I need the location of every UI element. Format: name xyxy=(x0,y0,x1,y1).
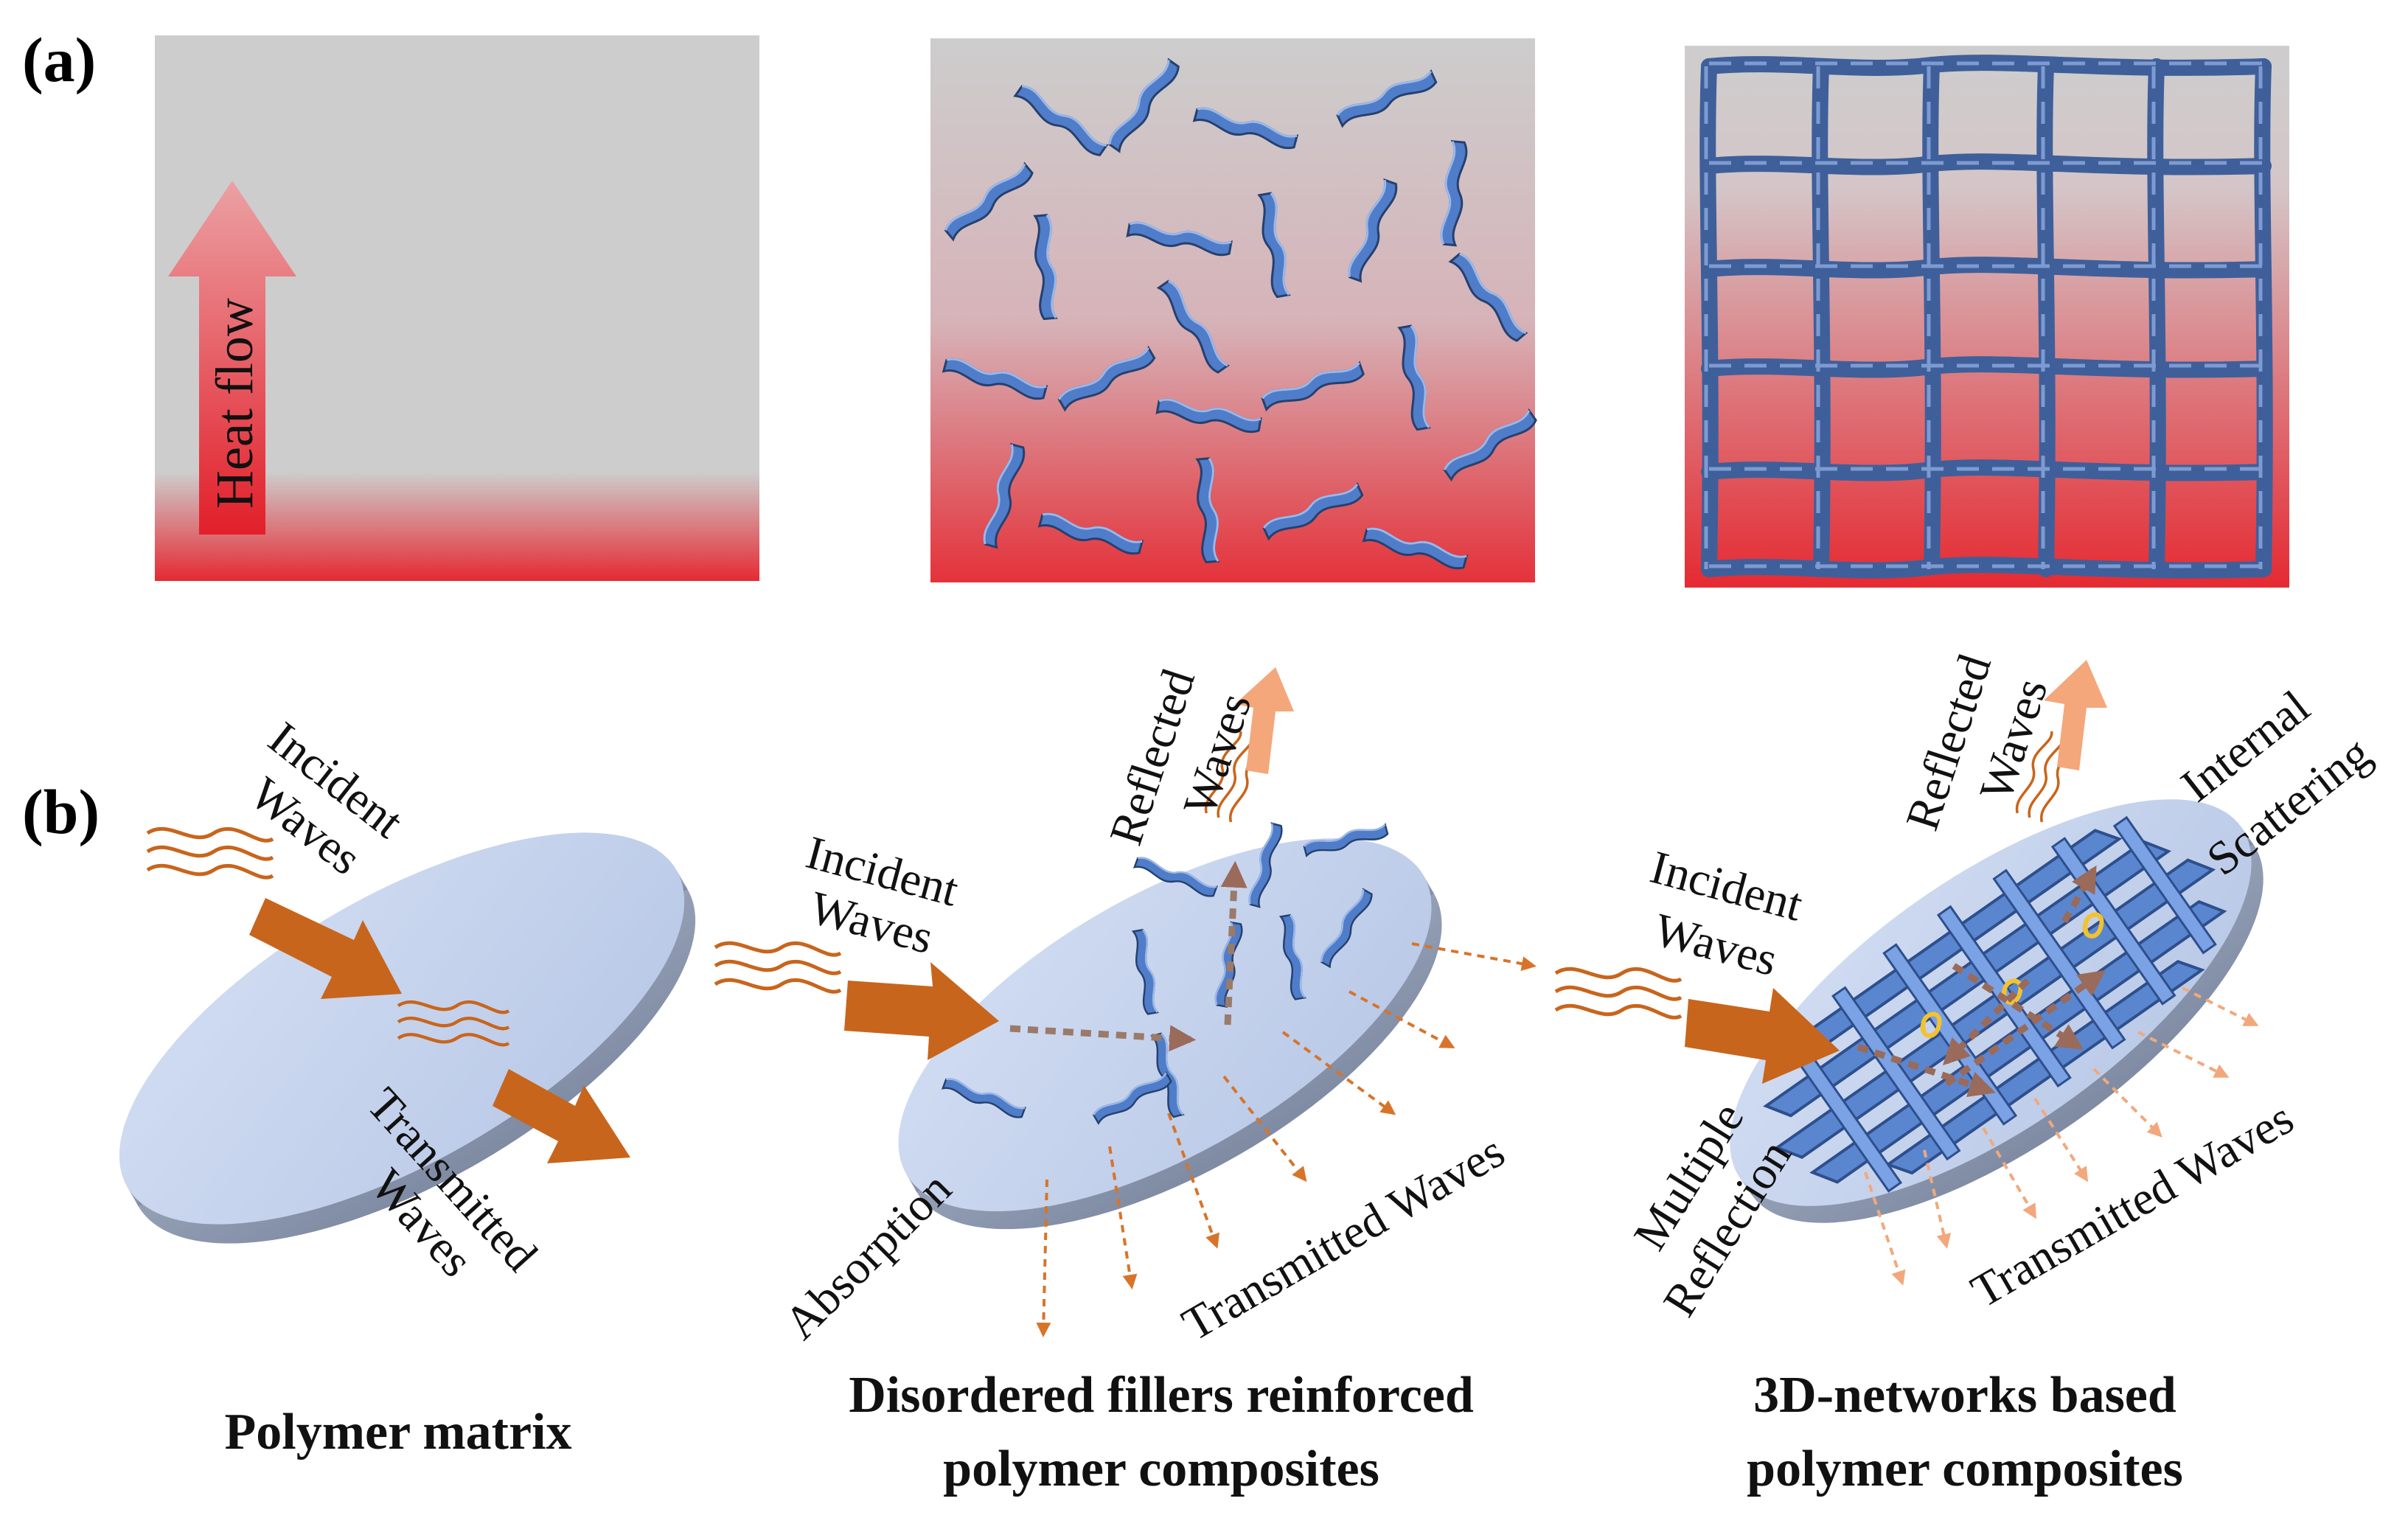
panel-label-a: (a) xyxy=(22,24,96,95)
disordered-block xyxy=(930,38,1535,582)
heat-flow-arrow xyxy=(168,181,296,535)
incident-waves-icon-2 xyxy=(715,943,841,992)
internal-paths-3 xyxy=(1857,865,2106,1097)
incident-waves-icon-3 xyxy=(1556,969,1681,1017)
transmitted-arrow-1 xyxy=(493,1069,630,1163)
incident-waves-icon-1 xyxy=(147,829,273,877)
reflected-arrow-2 xyxy=(1235,667,1294,774)
incident-arrow-1 xyxy=(249,898,402,999)
transmitted-arrows-3 xyxy=(1864,986,2259,1286)
absorption-label: Absorption xyxy=(774,1162,961,1349)
network-block xyxy=(1685,46,2289,588)
caption-network-line1: 3D-networks based xyxy=(1753,1367,2176,1424)
transmitted-arrows-2 xyxy=(1036,942,1537,1337)
incident-arrow-3 xyxy=(1685,988,1840,1084)
caption-disordered-line2: polymer composites xyxy=(943,1441,1379,1497)
caption-network-line2: polymer composites xyxy=(1747,1441,2183,1497)
heat-flow-label: Heat flow xyxy=(205,298,264,509)
incident-arrow-2 xyxy=(844,962,999,1060)
caption-polymer-matrix: Polymer matrix xyxy=(224,1404,571,1460)
caption-disordered-line1: Disordered fillers reinforced xyxy=(849,1367,1474,1424)
reflected-arrow-3 xyxy=(2044,660,2107,770)
polymer-matrix-disk xyxy=(119,832,696,1244)
network-grid-highlight xyxy=(1704,61,2263,569)
panel-label-b: (b) xyxy=(22,776,100,847)
internal-paths-2 xyxy=(1009,860,1248,1052)
